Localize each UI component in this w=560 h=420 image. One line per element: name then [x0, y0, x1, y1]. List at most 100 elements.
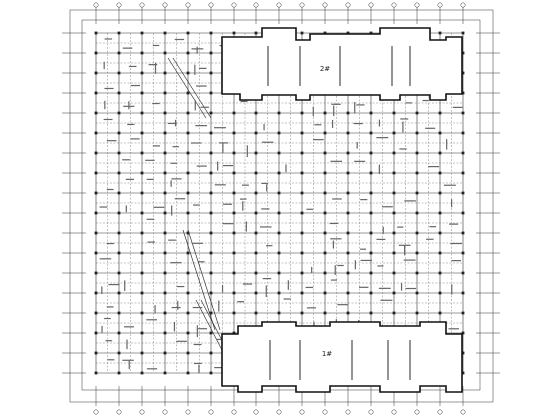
- column: [117, 91, 121, 95]
- column: [461, 171, 465, 175]
- beam-annotation-mark: [174, 119, 177, 127]
- ramp-beam: [172, 57, 212, 119]
- column: [94, 331, 98, 335]
- beam-annotation-mark: [105, 340, 113, 342]
- beam-annotation-mark: [330, 279, 337, 281]
- column: [300, 131, 304, 135]
- column: [117, 331, 121, 335]
- column: [209, 311, 213, 315]
- column: [277, 171, 281, 175]
- column: [232, 251, 236, 255]
- column: [300, 191, 304, 195]
- column: [163, 171, 167, 175]
- dimension-frame: [81, 19, 481, 391]
- column: [232, 311, 236, 315]
- column: [254, 31, 258, 35]
- axis-bubble-top: [231, 2, 237, 8]
- beam-annotation-mark: [354, 260, 356, 270]
- column: [415, 111, 419, 115]
- column: [323, 231, 327, 235]
- beam-annotation-mark: [266, 245, 273, 247]
- column: [415, 171, 419, 175]
- beam-annotation-mark: [104, 87, 114, 90]
- beam-annotation-mark: [221, 284, 224, 293]
- column: [346, 211, 350, 215]
- beam-annotation-mark: [400, 118, 409, 120]
- column: [186, 231, 190, 235]
- beam-annotation-mark: [262, 278, 272, 280]
- beam-annotation-mark: [200, 106, 209, 108]
- column: [94, 151, 98, 155]
- column: [209, 331, 213, 335]
- ramp-beam: [182, 229, 216, 331]
- column: [369, 271, 373, 275]
- column: [94, 351, 98, 355]
- beam-annotation-mark: [130, 84, 140, 87]
- column: [163, 71, 167, 75]
- ramp-beam: [195, 299, 223, 351]
- beam-annotation-mark: [170, 262, 182, 264]
- column: [254, 171, 258, 175]
- beam-annotation-mark: [146, 218, 155, 220]
- beam-annotation-mark: [154, 62, 157, 74]
- column: [323, 311, 327, 315]
- column: [140, 131, 144, 135]
- column: [300, 171, 304, 175]
- column: [140, 311, 144, 315]
- column: [277, 131, 281, 135]
- column: [186, 351, 190, 355]
- column: [163, 271, 167, 275]
- column: [392, 151, 396, 155]
- column: [369, 111, 373, 115]
- beam-annotation-mark: [125, 178, 134, 180]
- beam-annotation-mark: [378, 119, 381, 127]
- column: [232, 131, 236, 135]
- beam-annotation-mark: [265, 285, 267, 297]
- column: [323, 271, 327, 275]
- beam-annotation-mark: [106, 188, 114, 191]
- column: [277, 231, 281, 235]
- beam-annotation-mark: [198, 328, 208, 330]
- column: [232, 331, 236, 335]
- beam-annotation-mark: [99, 258, 112, 260]
- column: [300, 211, 304, 215]
- column: [209, 371, 213, 375]
- beam-annotation-mark: [354, 102, 356, 114]
- column: [209, 151, 213, 155]
- beam-annotation-mark: [449, 223, 459, 225]
- column: [163, 191, 167, 195]
- beam-annotation-mark: [172, 146, 179, 148]
- column: [94, 131, 98, 135]
- beam-annotation-mark: [337, 304, 348, 306]
- column: [94, 211, 98, 215]
- column: [461, 111, 465, 115]
- column: [369, 31, 373, 35]
- building-outline-1: [221, 321, 463, 393]
- column: [94, 231, 98, 235]
- beam-annotation-mark: [147, 241, 156, 243]
- column: [300, 31, 304, 35]
- beam-annotation-mark: [448, 328, 459, 330]
- beam-annotation-mark: [337, 264, 344, 267]
- column: [415, 251, 419, 255]
- beam-annotation-mark: [125, 205, 127, 213]
- beam-annotation-mark: [311, 266, 313, 273]
- beam-annotation-mark: [222, 142, 224, 153]
- building-label-2: 2#: [320, 65, 330, 73]
- column: [163, 111, 167, 115]
- column: [117, 71, 121, 75]
- beam-annotation-mark: [382, 226, 384, 234]
- axis-bubble-bottom: [460, 409, 466, 415]
- column: [186, 131, 190, 135]
- column: [392, 131, 396, 135]
- beam-annotation-mark: [122, 47, 133, 49]
- column: [140, 211, 144, 215]
- axis-bubble-bottom: [368, 409, 374, 415]
- column: [254, 231, 258, 235]
- column: [186, 51, 190, 55]
- beam-annotation-mark: [198, 67, 207, 69]
- column: [117, 31, 121, 35]
- column: [438, 311, 442, 315]
- beam-annotation-mark: [333, 105, 335, 117]
- beam-annotation-mark: [223, 203, 233, 205]
